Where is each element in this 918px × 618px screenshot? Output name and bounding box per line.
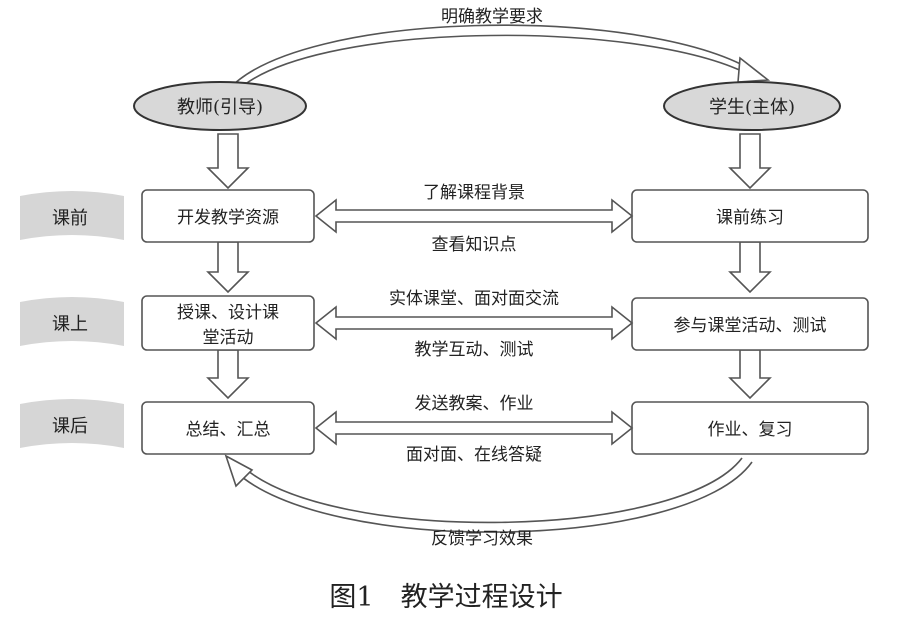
teacher-node	[133, 81, 307, 131]
teacher-step-label: 总结、汇总	[186, 420, 271, 440]
teacher-step-label: 开发教学资源	[177, 208, 279, 228]
stage-flag	[20, 191, 124, 240]
teacher-step-box	[141, 295, 315, 351]
link-label-top: 实体课堂、面对面交流	[389, 289, 559, 309]
teacher-down-arrow	[206, 241, 250, 294]
link-label-bottom: 教学互动、测试	[415, 340, 534, 360]
figure-caption: 图1 教学过程设计	[329, 582, 562, 613]
student-step-label: 参与课堂活动、测试	[674, 316, 827, 336]
teacher-step-label: 堂活动	[203, 328, 254, 348]
teacher-down-arrow	[206, 349, 250, 400]
teacher-step-box	[141, 189, 315, 243]
stage-flag	[20, 399, 124, 448]
stage-label: 课前	[52, 208, 88, 229]
student-down-arrow	[728, 133, 772, 190]
bidirectional-arrow	[314, 198, 634, 234]
bottom-arc-arrow	[224, 454, 753, 533]
teacher-step-box	[141, 401, 315, 455]
student-node	[663, 81, 841, 131]
student-step-label: 课前练习	[716, 208, 784, 228]
bottom-arc-label: 反馈学习效果	[431, 529, 533, 549]
teacher-down-arrow	[206, 133, 250, 190]
student-down-arrow	[728, 349, 772, 400]
link-label-bottom: 面对面、在线答疑	[406, 445, 542, 465]
stage-label: 课后	[52, 416, 88, 437]
bidirectional-arrow	[314, 410, 634, 446]
teacher-step-label: 授课、设计课	[177, 303, 279, 323]
teacher-node-label: 教师(引导)	[177, 97, 263, 118]
link-label-bottom: 查看知识点	[432, 235, 517, 255]
student-down-arrow	[728, 241, 772, 294]
top-arc-label: 明确教学要求	[441, 7, 543, 27]
stage-label: 课上	[52, 314, 88, 335]
student-node-label: 学生(主体)	[709, 97, 795, 118]
link-label-top: 了解课程背景	[423, 183, 525, 203]
link-label-top: 发送教案、作业	[415, 394, 534, 414]
stage-flag	[20, 297, 124, 346]
top-arc-arrow	[227, 24, 771, 93]
bidirectional-arrow	[314, 305, 634, 341]
student-step-label: 作业、复习	[708, 420, 793, 440]
